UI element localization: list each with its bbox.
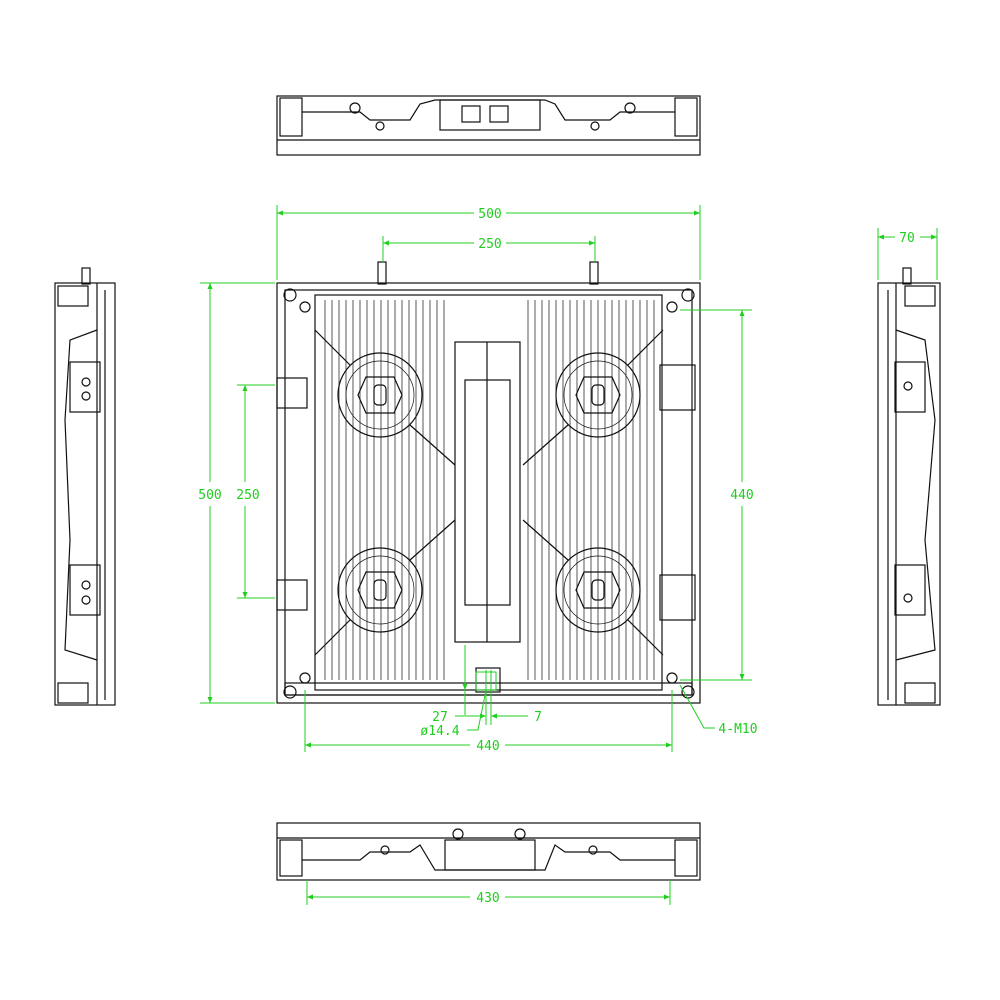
dim-connector-spacing: 250 — [478, 237, 501, 252]
dimension-arrowhead — [277, 210, 283, 216]
left-side-view — [54, 267, 116, 706]
dimension-arrowhead — [305, 742, 311, 748]
arm — [409, 424, 456, 466]
dimension-arrowhead — [739, 310, 745, 316]
mount-hub — [337, 547, 423, 633]
dimension-arrowhead — [242, 385, 248, 391]
mount-hub-inner — [563, 555, 633, 625]
bottom-view — [276, 822, 701, 881]
mount-hub-inner — [345, 555, 415, 625]
dim-mount-height: 440 — [730, 488, 753, 503]
mount-hub — [337, 352, 423, 438]
dim-bottom-width: 430 — [476, 891, 499, 906]
lock-bracket — [357, 376, 403, 414]
dimension-arrowhead — [383, 240, 389, 246]
mount-hub-inner — [345, 360, 415, 430]
dimension-arrowhead — [931, 234, 937, 240]
lock-bracket — [575, 571, 621, 609]
dim-depth: 70 — [899, 231, 915, 246]
dim-front-width: 500 — [478, 207, 501, 222]
dim-offset-7: 7 — [534, 710, 542, 725]
lock-slot — [591, 579, 605, 601]
dimension-arrowhead — [207, 697, 213, 703]
dim-mount-width: 440 — [476, 739, 499, 754]
dim-mount-holes: 4-M10 — [718, 722, 757, 737]
dimension-arrowhead — [666, 742, 672, 748]
dim-offset-27: 27 — [432, 710, 448, 725]
dimension-arrowhead — [207, 283, 213, 289]
dimension-arrowhead — [491, 713, 497, 719]
dimension-arrowhead — [462, 684, 468, 690]
mount-hub — [555, 547, 641, 633]
arm — [627, 329, 664, 366]
dimension-lines — [200, 205, 938, 905]
lock-slot — [373, 384, 387, 406]
dimension-arrowhead — [878, 234, 884, 240]
lock-bracket — [575, 376, 621, 414]
front-view — [276, 261, 701, 704]
arm — [314, 619, 351, 656]
dimension-arrowhead — [480, 713, 486, 719]
arm — [409, 519, 456, 561]
top-view — [276, 95, 701, 156]
lock-slot — [591, 384, 605, 406]
dimension-arrowhead — [242, 592, 248, 598]
arm — [314, 329, 351, 366]
dimension-arrowhead — [307, 894, 313, 900]
dim-hole-diameter: ø14.4 — [420, 724, 459, 739]
dimension-arrowhead — [739, 674, 745, 680]
right-side-view — [877, 267, 941, 706]
arm — [522, 424, 569, 466]
mount-hub-inner — [563, 360, 633, 430]
lock-slot — [373, 579, 387, 601]
dimension-arrowhead — [589, 240, 595, 246]
arm — [627, 619, 664, 656]
dim-front-height: 500 — [198, 488, 221, 503]
dimension-arrowhead — [664, 894, 670, 900]
dimension-arrows — [207, 210, 937, 900]
mount-hub — [555, 352, 641, 438]
dim-vertical-spacing: 250 — [236, 488, 259, 503]
arm — [522, 519, 569, 561]
dimension-arrowhead — [694, 210, 700, 216]
lock-bracket — [357, 571, 403, 609]
